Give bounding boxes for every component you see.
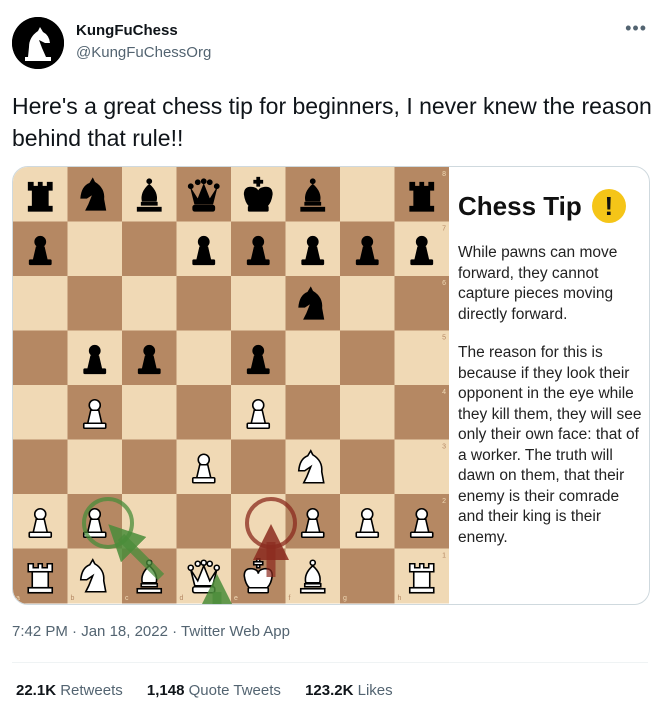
author-name[interactable]: KungFuChess: [76, 22, 178, 39]
board-square: [340, 439, 395, 495]
board-square: [340, 167, 395, 222]
file-label: e: [234, 595, 238, 602]
move-arrows: [82, 497, 297, 604]
board-square: [176, 276, 232, 331]
knight-logo-icon: [12, 17, 64, 69]
rank-label: 4: [442, 389, 446, 396]
rank-label: 8: [442, 171, 446, 178]
white-rook-icon: [408, 562, 435, 594]
board-square: [122, 439, 177, 495]
file-label: c: [125, 595, 129, 602]
board-square: [122, 276, 177, 331]
tweet-text: Here's a great chess tip for beginners, …: [12, 93, 652, 151]
chess-tip-panel: Chess Tip ! While pawns can move forward…: [458, 189, 644, 548]
board-square: [67, 221, 123, 277]
likes-label: Likes: [357, 682, 393, 699]
tweet-time[interactable]: 7:42 PM: [12, 623, 68, 640]
file-label: f: [289, 595, 291, 602]
chess-board: 8 7 6 5 4 3 2 1 a b c d e f g h: [13, 167, 449, 604]
board-square: [340, 385, 395, 440]
rank-label: 3: [442, 444, 446, 451]
board-square: [394, 439, 449, 495]
retweets-count: 22.1K: [16, 682, 57, 699]
tip-title: Chess Tip !: [458, 189, 644, 223]
avatar[interactable]: [12, 17, 64, 69]
board-square: [176, 330, 232, 386]
tweet-header: KungFuChess @KungFuChessOrg •••: [0, 0, 667, 80]
exclamation-icon: !: [591, 189, 626, 223]
board-square: [67, 439, 123, 495]
file-label: b: [71, 595, 75, 602]
board-square: [13, 330, 68, 386]
rank-label: 2: [442, 498, 446, 505]
board-square: [394, 385, 449, 440]
board-square: [340, 330, 395, 386]
board-square: [231, 439, 286, 495]
tip-paragraph-2: The reason for this is because if they l…: [458, 344, 642, 546]
board-square: [176, 385, 232, 440]
board-square: [176, 494, 232, 549]
tip-title-text: Chess Tip: [458, 190, 582, 221]
more-icon[interactable]: •••: [625, 18, 647, 38]
file-label: g: [343, 595, 347, 602]
board-square: [122, 221, 177, 277]
capture-arrow-green: [108, 524, 165, 581]
author-handle[interactable]: @KungFuChessOrg: [76, 44, 212, 61]
board-square: [394, 330, 449, 386]
board-square: [285, 330, 341, 386]
file-label: d: [180, 595, 184, 602]
quotes-stat[interactable]: 1,148 Quote Tweets: [147, 682, 281, 699]
board-square: [13, 276, 68, 331]
capture-circle-green: [82, 497, 134, 549]
board-square: [231, 276, 286, 331]
divider: [12, 662, 648, 663]
retweets-label: Retweets: [60, 682, 123, 699]
tweet-timestamp: 7:42 PM · Jan 18, 2022 · Twitter Web App: [12, 623, 290, 640]
board-square: [285, 385, 341, 440]
board-square: [67, 276, 123, 331]
tip-paragraph-1: While pawns can move forward, they canno…: [458, 244, 618, 323]
board-square: [340, 548, 395, 604]
retweets-stat[interactable]: 22.1K Retweets: [16, 682, 123, 699]
tweet-date[interactable]: Jan 18, 2022: [81, 623, 168, 640]
board-square: [340, 276, 395, 331]
tweet-stats: 22.1K Retweets 1,148 Quote Tweets 123.2K…: [16, 682, 413, 699]
tweet-source[interactable]: Twitter Web App: [181, 623, 290, 640]
rank-label: 6: [442, 280, 446, 287]
likes-count: 123.2K: [305, 682, 354, 699]
board-square: [394, 276, 449, 331]
file-label: a: [16, 595, 20, 602]
likes-stat[interactable]: 123.2K Likes: [305, 682, 393, 699]
rank-label: 7: [442, 226, 446, 233]
quotes-count: 1,148: [146, 682, 185, 699]
black-rook-icon: [409, 181, 435, 212]
board-square: [13, 439, 68, 495]
tweet-image[interactable]: 8 7 6 5 4 3 2 1 a b c d e f g h Chess Tip ! While pawns…: [12, 166, 650, 605]
quotes-label: Quote Tweets: [188, 682, 281, 699]
rank-label: 5: [442, 335, 446, 342]
board-square: [13, 385, 68, 440]
rank-label: 1: [442, 553, 446, 560]
board-square: [122, 385, 177, 440]
file-label: h: [398, 595, 402, 602]
white-rook-icon: [27, 562, 54, 594]
